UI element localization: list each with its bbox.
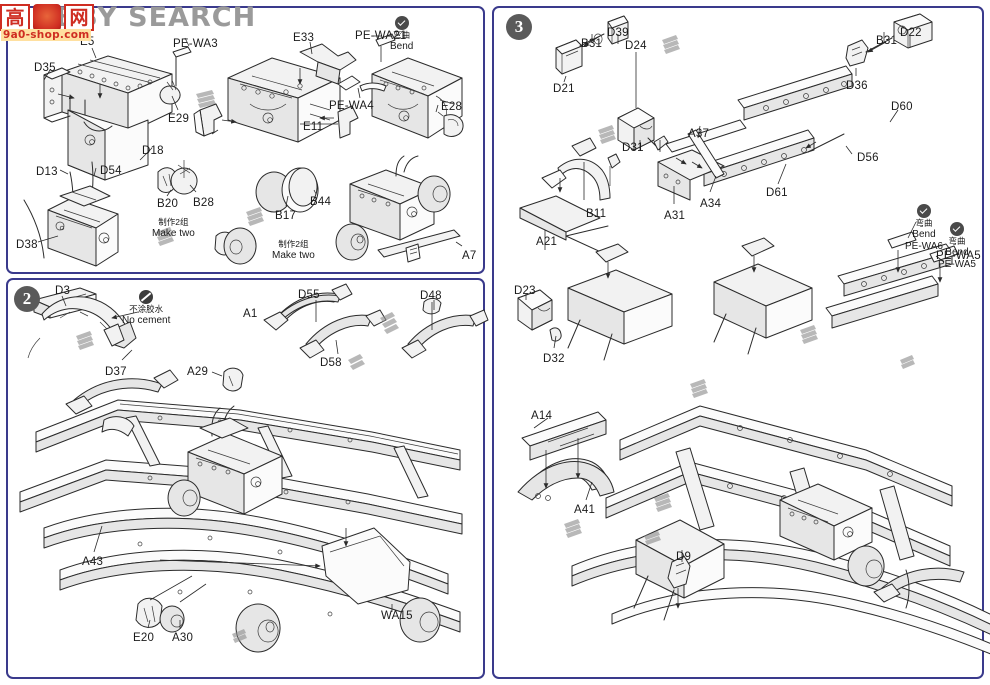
part-label-d18: D18 <box>142 145 164 157</box>
part-label-d55: D55 <box>298 289 320 301</box>
no-cement-note: 不涂胶水 No cement <box>122 290 170 326</box>
watermark-logo-blob <box>33 4 61 31</box>
step-badge-2-number: 2 <box>22 289 32 308</box>
bend-note-pewa5: 弯曲 Bend PE-WA5 <box>938 222 976 271</box>
step-badge-2: 2 <box>14 286 40 312</box>
watermark-logo-char-1: 高 <box>0 4 30 31</box>
bend-icon <box>394 16 409 30</box>
part-label-a30: A30 <box>172 632 194 644</box>
part-label-e29: E29 <box>168 113 190 125</box>
part-label-b17: B17 <box>275 210 297 222</box>
watermark-logo: 高 网 9a0-shop.com <box>0 2 118 41</box>
bend-note-en: Bend <box>912 228 936 240</box>
assembly-step-panel-2 <box>6 278 485 679</box>
part-label-d9: D9 <box>676 551 692 563</box>
part-label-d37: D37 <box>105 366 127 378</box>
part-label-d48: D48 <box>420 290 442 302</box>
part-label-b11: B11 <box>586 208 607 220</box>
part-label-pe-wa3: PE-WA3 <box>173 38 218 50</box>
part-label-d22: D22 <box>900 27 922 39</box>
part-label-d39: D39 <box>607 27 629 39</box>
make-two-note-2: 制作2组 Make two <box>272 239 315 261</box>
part-label-a41: A41 <box>574 504 596 516</box>
make-two-en-2: Make two <box>272 249 315 261</box>
part-label-d13: D13 <box>36 166 58 178</box>
part-label-d24: D24 <box>625 40 647 52</box>
part-label-a37: A37 <box>688 128 710 140</box>
part-label-e11: E11 <box>303 121 324 133</box>
bend-note-cn: 弯曲 <box>915 218 933 228</box>
part-label-d60: D60 <box>891 101 913 113</box>
bend-note-en: Bend <box>945 246 969 258</box>
part-label-b28: B28 <box>193 197 215 209</box>
part-label-d56: D56 <box>857 152 879 164</box>
part-label-e28: E28 <box>441 101 463 113</box>
part-label-d31: D31 <box>622 142 644 154</box>
bend-icon <box>916 204 931 218</box>
part-label-a7: A7 <box>462 250 477 262</box>
part-label-wa15: WA15 <box>381 610 413 622</box>
part-label-a29: A29 <box>187 366 209 378</box>
part-label-a31: A31 <box>664 210 686 222</box>
watermark-logo-char-2: 网 <box>64 4 94 31</box>
bend-note-part: PE-WA5 <box>938 259 976 271</box>
part-label-b31: B31 <box>876 35 898 47</box>
bend-note-en: Bend <box>390 40 414 52</box>
watermark-url: 9a0-shop.com <box>1 29 92 41</box>
part-label-e20: E20 <box>133 632 155 644</box>
make-two-en-1: Make two <box>152 227 195 239</box>
step-badge-3-number: 3 <box>514 17 524 36</box>
part-label-a14: A14 <box>531 410 553 422</box>
no-cement-en: No cement <box>122 314 171 326</box>
part-label-d23: D23 <box>514 285 536 297</box>
part-label-d58: D58 <box>320 357 342 369</box>
bend-note-panel1: 弯曲 Bend <box>390 16 413 52</box>
no-cement-icon <box>139 290 154 304</box>
part-label-d21: D21 <box>553 83 575 95</box>
part-label-d35: D35 <box>34 62 56 74</box>
bend-note-cn: 弯曲 <box>948 236 966 246</box>
part-label-d3: D3 <box>55 285 71 297</box>
part-label-d36: D36 <box>846 80 868 92</box>
part-label-b20: B20 <box>157 198 179 210</box>
part-label-d54: D54 <box>100 165 122 177</box>
step-badge-3: 3 <box>506 14 532 40</box>
part-label-a43: A43 <box>82 556 104 568</box>
bend-note-cn: 弯曲 <box>393 30 411 40</box>
part-label-a21: A21 <box>536 236 558 248</box>
make-two-note-1: 制作2组 Make two <box>152 217 195 239</box>
part-label-d32: D32 <box>543 353 565 365</box>
part-label-e33: E33 <box>293 32 315 44</box>
part-label-pe-wa4: PE-WA4 <box>329 100 374 112</box>
part-label-a1: A1 <box>243 308 258 320</box>
make-two-cn-2: 制作2组 <box>278 239 309 249</box>
part-label-b44: B44 <box>310 196 332 208</box>
part-label-d61: D61 <box>766 187 788 199</box>
part-label-a34: A34 <box>700 198 722 210</box>
part-label-d38: D38 <box>16 239 38 251</box>
make-two-cn-1: 制作2组 <box>158 217 189 227</box>
part-label-b31: B31 <box>581 38 603 50</box>
no-cement-cn: 不涂胶水 <box>129 304 164 314</box>
bend-icon <box>949 222 964 236</box>
